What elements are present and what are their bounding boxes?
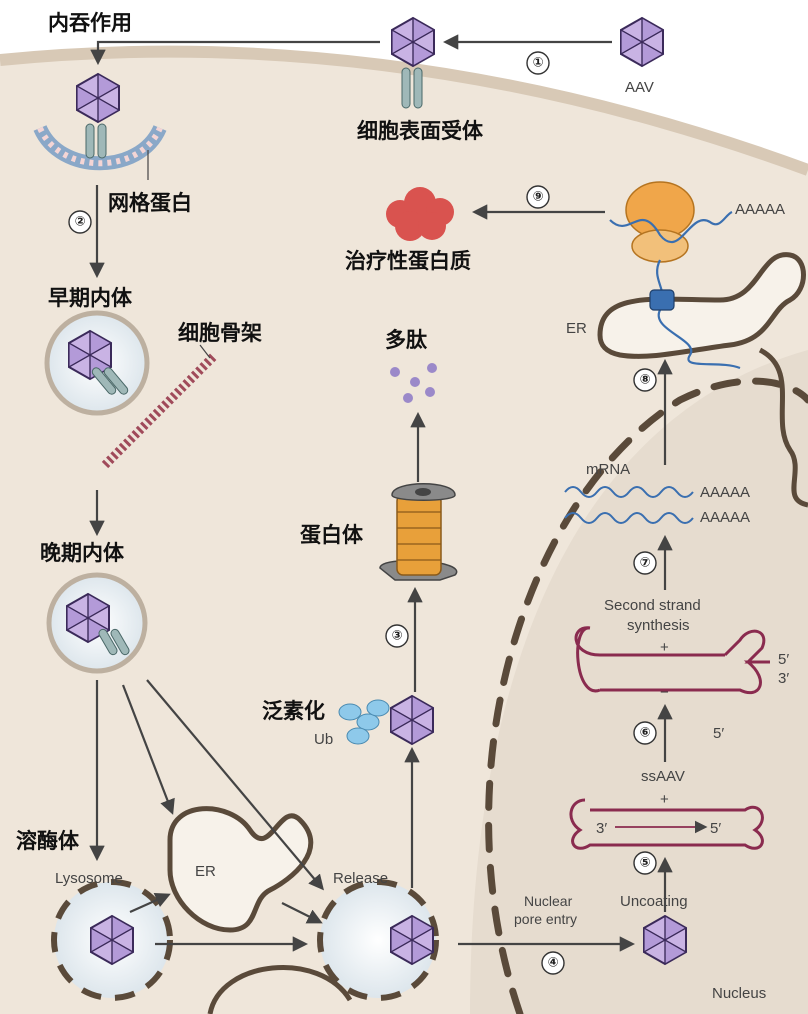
- label-5prime-b: 5′: [713, 725, 724, 742]
- label-5prime-a: 5′: [778, 651, 789, 668]
- arrow-er-to-release: [281, 902, 323, 924]
- label-plus-1: +: [660, 639, 669, 656]
- svg-text:②: ②: [74, 215, 85, 230]
- label-polypeptide: 多肽: [385, 328, 428, 352]
- svg-text:⑧: ⑧: [639, 373, 650, 388]
- label-uncoating: Uncoating: [620, 893, 688, 910]
- peptide-dot: [427, 363, 437, 373]
- step-marker: ④: [541, 951, 565, 975]
- step-marker: ③: [385, 624, 409, 648]
- label-endocytosis: 内吞作用: [48, 11, 132, 35]
- label-minus: −: [660, 684, 669, 701]
- label-3prime-c: 3′: [596, 820, 607, 837]
- label-polya-1: AAAAA: [700, 484, 750, 501]
- label-ssaav: ssAAV: [641, 768, 685, 785]
- ub-bead: [356, 713, 380, 731]
- label-nuclear-pore-1: Nuclear: [524, 893, 573, 909]
- step-marker: ⑨: [526, 185, 550, 209]
- peptide-dot: [425, 387, 435, 397]
- peptide-dot: [403, 393, 413, 403]
- label-aav: AAV: [625, 79, 654, 96]
- svg-text:⑨: ⑨: [532, 190, 543, 205]
- mrna-top: [609, 210, 733, 244]
- ssaav-genome: [569, 798, 764, 850]
- step-marker: ⑧: [633, 368, 657, 392]
- svg-text:④: ④: [547, 956, 558, 971]
- arrow-late-to-release: [146, 679, 324, 891]
- ub-bead: [366, 699, 390, 717]
- label-cytoskeleton: 细胞骨架: [178, 321, 262, 345]
- label-second-strand-1: Second strand: [604, 597, 701, 614]
- plasma-membrane: [0, 45, 808, 176]
- cytoskeleton-filament: [101, 351, 219, 469]
- er-top-tubule: [758, 347, 808, 508]
- label-lysosome-en: Lysosome: [55, 870, 123, 887]
- svg-text:⑦: ⑦: [639, 556, 650, 571]
- ub-bead: [338, 703, 362, 721]
- label-surface-receptor: 细胞表面受体: [357, 119, 484, 143]
- label-5prime-c: 5′: [710, 820, 721, 837]
- proteasome-shape: [379, 483, 458, 581]
- step-marker: ⑤: [633, 851, 657, 875]
- svg-text:⑤: ⑤: [639, 856, 650, 871]
- label-3prime-a: 3′: [778, 670, 789, 687]
- er-bottom-shape: [167, 806, 314, 933]
- label-early-endosome: 早期内体: [48, 286, 133, 310]
- nucleus-region: [470, 350, 808, 1014]
- translation-chain: [656, 259, 741, 370]
- label-er-bottom: ER: [195, 863, 216, 880]
- label-mrna: mRNA: [586, 461, 630, 478]
- label-proteasome: 蛋白体: [300, 523, 364, 547]
- release-vesicle: [317, 879, 439, 1001]
- step-marker: ②: [68, 210, 92, 234]
- dsaav-genome: [574, 626, 770, 695]
- step-marker: ⑥: [633, 721, 657, 745]
- capsid-receptor: [391, 17, 435, 67]
- arrow-lysosome-to-er: [129, 893, 171, 914]
- svg-text:⑥: ⑥: [639, 726, 650, 741]
- capsid-free-aav: [620, 17, 664, 67]
- arrow-receptor-to-endocytosis: [90, 40, 380, 66]
- label-nuclear-pore-2: pore entry: [514, 911, 577, 927]
- mrna-strand-1: [564, 486, 694, 498]
- label-plus-2: +: [660, 791, 669, 808]
- label-late-endosome: 晚期内体: [40, 541, 125, 565]
- cytoplasm-curve-bottom: [207, 965, 353, 1014]
- label-second-strand-2: synthesis: [627, 617, 690, 634]
- label-ubiquitination: 泛素化: [262, 699, 325, 723]
- er-top-shape: [597, 252, 806, 359]
- clathrin-pit-dots: [37, 126, 163, 167]
- label-er-top: ER: [566, 320, 587, 337]
- label-release: Release: [333, 870, 388, 887]
- ribosome: [625, 181, 695, 263]
- label-ub: Ub: [314, 731, 333, 748]
- translocon: [649, 289, 675, 311]
- label-nucleus: Nucleus: [712, 985, 766, 1002]
- arrow-late-to-er: [121, 684, 175, 815]
- label-polya-top: AAAAA: [735, 201, 785, 218]
- label-clathrin: 网格蛋白: [108, 191, 192, 215]
- mrna-strand-2: [564, 512, 694, 524]
- svg-text:①: ①: [532, 56, 543, 71]
- ub-bead: [346, 727, 370, 745]
- therapeutic-protein-blob: [386, 187, 454, 241]
- step-marker: ⑦: [633, 551, 657, 575]
- label-therapeutic-protein: 治疗性蛋白质: [345, 249, 471, 273]
- peptide-dot: [390, 367, 400, 377]
- svg-text:③: ③: [391, 629, 402, 644]
- label-polya-2: AAAAA: [700, 509, 750, 526]
- step-marker: ①: [526, 51, 550, 75]
- label-lysosome-zh: 溶酶体: [16, 829, 80, 853]
- peptide-dot: [410, 377, 420, 387]
- nuclear-envelope: [485, 377, 808, 1014]
